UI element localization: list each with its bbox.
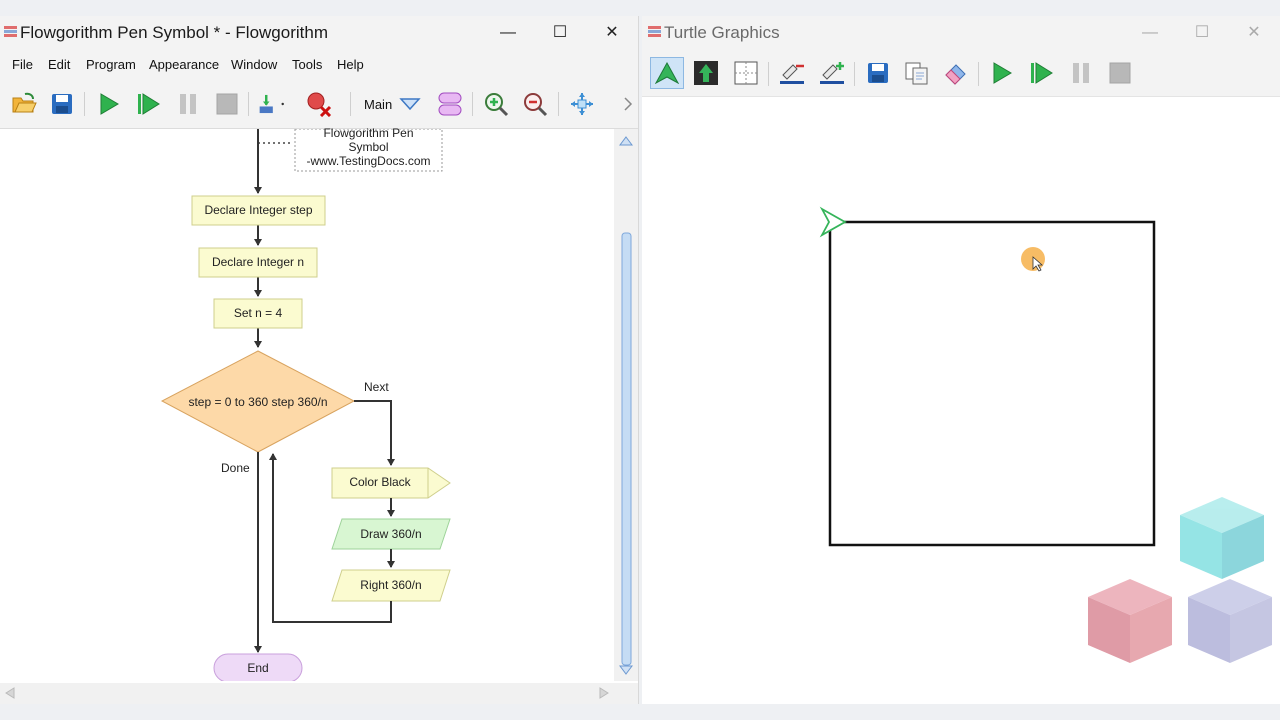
- run-icon[interactable]: [95, 90, 123, 118]
- zoom-in-icon[interactable]: [482, 90, 510, 118]
- flowchart-canvas[interactable]: Flowgorithm Pen Symbol -www.TestingDocs.…: [0, 126, 612, 681]
- toolbar-separator: [472, 92, 473, 116]
- comment-box[interactable]: [294, 129, 443, 172]
- declare-step-box[interactable]: [191, 195, 326, 226]
- flowgorithm-window-title: Flowgorithm Pen Symbol * - Flowgorithm: [20, 23, 328, 42]
- turtle-window-title: Turtle Graphics: [664, 23, 780, 42]
- turtle-close-button[interactable]: ✕: [1247, 24, 1261, 41]
- turtle-app-icon: [648, 26, 661, 37]
- flowgorithm-app-icon: [4, 26, 17, 37]
- toolbar-separator: [768, 62, 769, 86]
- assign-n-box[interactable]: [213, 298, 303, 329]
- comment-line-1: Flowgorithm Pen: [323, 126, 414, 140]
- menu-tools[interactable]: Tools: [292, 57, 323, 72]
- loop-label: step = 0 to 360 step 360/n: [188, 395, 328, 409]
- manage-functions-icon[interactable]: [436, 90, 464, 118]
- turtle-pause-icon[interactable]: [1067, 59, 1095, 87]
- stop-icon[interactable]: [213, 90, 241, 118]
- turtle-stop-icon[interactable]: [1106, 59, 1134, 87]
- watermark-logo-icon: [1088, 497, 1272, 663]
- turtle-toolbar: [642, 50, 1280, 97]
- toolbar-separator: [558, 92, 559, 116]
- menu-bar: File Edit Program Appearance Window Tool…: [0, 50, 638, 78]
- declare-n-box[interactable]: [198, 247, 318, 278]
- scroll-left-icon[interactable]: [5, 687, 15, 699]
- color-shape[interactable]: [331, 467, 451, 499]
- menu-window[interactable]: Window: [231, 57, 278, 72]
- color-label: Color Black: [349, 475, 411, 489]
- clear-breakpoints-icon[interactable]: [304, 90, 332, 118]
- comment-line-2: Symbol: [348, 140, 389, 154]
- turtle-graphics-window: Turtle Graphics — ☐ ✕: [642, 16, 1280, 704]
- turtle-maximize-button[interactable]: ☐: [1194, 24, 1210, 41]
- toolbar-separator: [978, 62, 979, 86]
- scroll-right-icon[interactable]: [599, 687, 609, 699]
- horizontal-scrollbar[interactable]: [0, 683, 638, 704]
- copy-image-icon[interactable]: [903, 59, 931, 87]
- show-turtle-icon[interactable]: [650, 57, 684, 89]
- turtle-minimize-button[interactable]: —: [1142, 24, 1158, 41]
- toolbar-separator: [350, 92, 351, 116]
- more-icon[interactable]: [620, 90, 636, 118]
- fit-view-icon[interactable]: [568, 90, 596, 118]
- turn-shape[interactable]: [331, 569, 451, 602]
- comment-text: Flowgorithm Pen Symbol -www.TestingDocs.…: [295, 126, 442, 168]
- pen-width-decrease-icon[interactable]: [778, 59, 806, 87]
- loop-back-line: [269, 453, 392, 623]
- end-label: End: [247, 661, 269, 675]
- turtle-titlebar[interactable]: Turtle Graphics — ☐ ✕: [642, 16, 1280, 50]
- turtle-run-icon[interactable]: [988, 59, 1016, 87]
- flowgorithm-titlebar[interactable]: Flowgorithm Pen Symbol * - Flowgorithm —…: [0, 16, 638, 50]
- open-folder-icon[interactable]: [10, 90, 38, 118]
- menu-edit[interactable]: Edit: [48, 57, 71, 72]
- declare-n-label: Declare Integer n: [211, 255, 305, 269]
- scroll-up-icon[interactable]: [619, 136, 633, 146]
- pen-up-icon[interactable]: [692, 59, 720, 87]
- minimize-button[interactable]: —: [500, 24, 516, 41]
- main-dropdown-icon[interactable]: [396, 90, 424, 118]
- turtle-step-icon[interactable]: [1027, 59, 1055, 87]
- menu-file[interactable]: File: [12, 57, 33, 72]
- scroll-down-icon[interactable]: [619, 665, 633, 675]
- turtle-drawing: [819, 206, 1272, 663]
- draw-label: Draw 360/n: [360, 527, 422, 541]
- clear-icon[interactable]: [942, 59, 970, 87]
- vertical-scroll-thumb[interactable]: [621, 232, 632, 666]
- next-branch-line: [354, 400, 395, 466]
- breakpoint-icon[interactable]: [258, 90, 286, 118]
- toolbar-separator: [248, 92, 249, 116]
- draw-shape[interactable]: [331, 518, 451, 550]
- end-terminal[interactable]: [213, 653, 303, 681]
- pen-width-increase-icon[interactable]: [818, 59, 846, 87]
- menu-program[interactable]: Program: [86, 57, 136, 72]
- menu-help[interactable]: Help: [337, 57, 364, 72]
- maximize-button[interactable]: ☐: [552, 24, 568, 41]
- pause-icon[interactable]: [174, 90, 202, 118]
- turtle-icon: [819, 206, 847, 238]
- flowgorithm-toolbar: Main: [0, 78, 638, 129]
- drawn-square: [828, 220, 1156, 547]
- save-icon[interactable]: [48, 90, 76, 118]
- step-icon[interactable]: [134, 90, 162, 118]
- close-button[interactable]: ✕: [605, 24, 619, 41]
- done-label: Done: [221, 461, 250, 475]
- mouse-pointer-icon: [1032, 256, 1044, 272]
- vertical-scrollbar[interactable]: [614, 129, 638, 681]
- turtle-drawing-canvas[interactable]: [642, 97, 1280, 704]
- grid-icon[interactable]: [732, 59, 760, 87]
- zoom-out-icon[interactable]: [521, 90, 549, 118]
- menu-appearance[interactable]: Appearance: [149, 57, 220, 72]
- flowgorithm-window: Flowgorithm Pen Symbol * - Flowgorithm —…: [0, 16, 639, 704]
- turn-label: Right 360/n: [360, 578, 422, 592]
- toolbar-separator: [854, 62, 855, 86]
- save-image-icon[interactable]: [864, 59, 892, 87]
- next-label: Next: [364, 380, 389, 394]
- function-selector[interactable]: Main: [364, 97, 393, 112]
- declare-step-label: Declare Integer step: [204, 203, 313, 217]
- toolbar-separator: [84, 92, 85, 116]
- comment-line-3: -www.TestingDocs.com: [306, 154, 431, 168]
- assign-n-label: Set n = 4: [233, 306, 283, 320]
- flowchart-diagram: [160, 129, 451, 681]
